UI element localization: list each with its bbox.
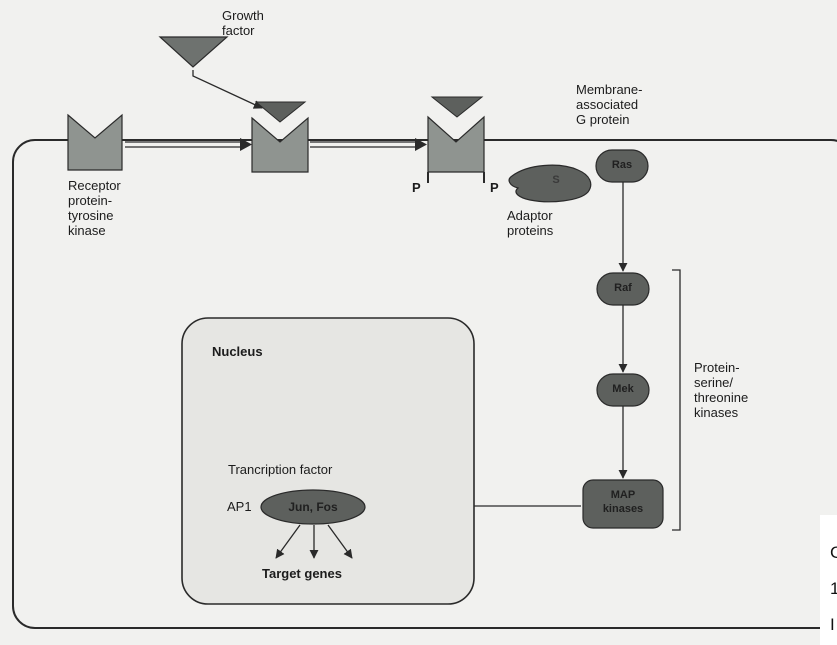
caption-panel: C 1 I: [820, 515, 837, 645]
map-kinase-node: [582, 479, 664, 529]
target-genes-label: Target genes: [262, 566, 342, 581]
g-protein-label: Membrane- associated G protein: [576, 82, 643, 127]
receptor-activated: [427, 115, 485, 173]
receptor-translocation-arrows: [125, 138, 427, 151]
caption-line-2: 1: [830, 579, 837, 598]
ras-node: [595, 149, 649, 183]
receptor-bound: [251, 116, 309, 173]
nucleus-label: Nucleus: [212, 344, 263, 359]
growth-factor-label: Growth factor: [222, 8, 264, 38]
adaptor-inner-label: S: [552, 174, 560, 186]
receptor-unbound: [67, 113, 123, 171]
bound-growth-factor: [254, 101, 307, 123]
jun-fos-label: Jun, Fos: [288, 500, 338, 514]
protein-kinase-bracket: [672, 269, 681, 531]
caption-line-1: C: [830, 543, 837, 562]
nucleus-compartment: [181, 317, 475, 605]
activated-growth-factor: [430, 96, 484, 118]
receptor-label: Receptor protein- tyrosine kinase: [68, 178, 121, 238]
raf-label: Raf: [614, 282, 632, 294]
phospho-label-left: P: [412, 180, 421, 195]
mek-label: Mek: [612, 383, 634, 395]
caption-line-3: I: [830, 615, 835, 634]
target-gene-arrows: [275, 524, 353, 559]
ras-label: Ras: [611, 159, 633, 171]
jun-fos-oval: [260, 489, 366, 525]
adaptor-label: Adaptor proteins: [507, 208, 554, 238]
transcription-factor-label: Trancription factor: [228, 462, 333, 477]
protein-kinases-label: Protein- serine/ threonine kinases: [694, 360, 749, 420]
growth-factor-ligand: [158, 36, 229, 68]
map-kinase-label: MAP kinases: [602, 489, 644, 515]
phospho-label-right: P: [490, 180, 499, 195]
ap1-label: AP1: [227, 499, 252, 514]
adaptor-protein-shape: [508, 164, 592, 203]
growth-factor-binding-arrow: [192, 70, 263, 109]
